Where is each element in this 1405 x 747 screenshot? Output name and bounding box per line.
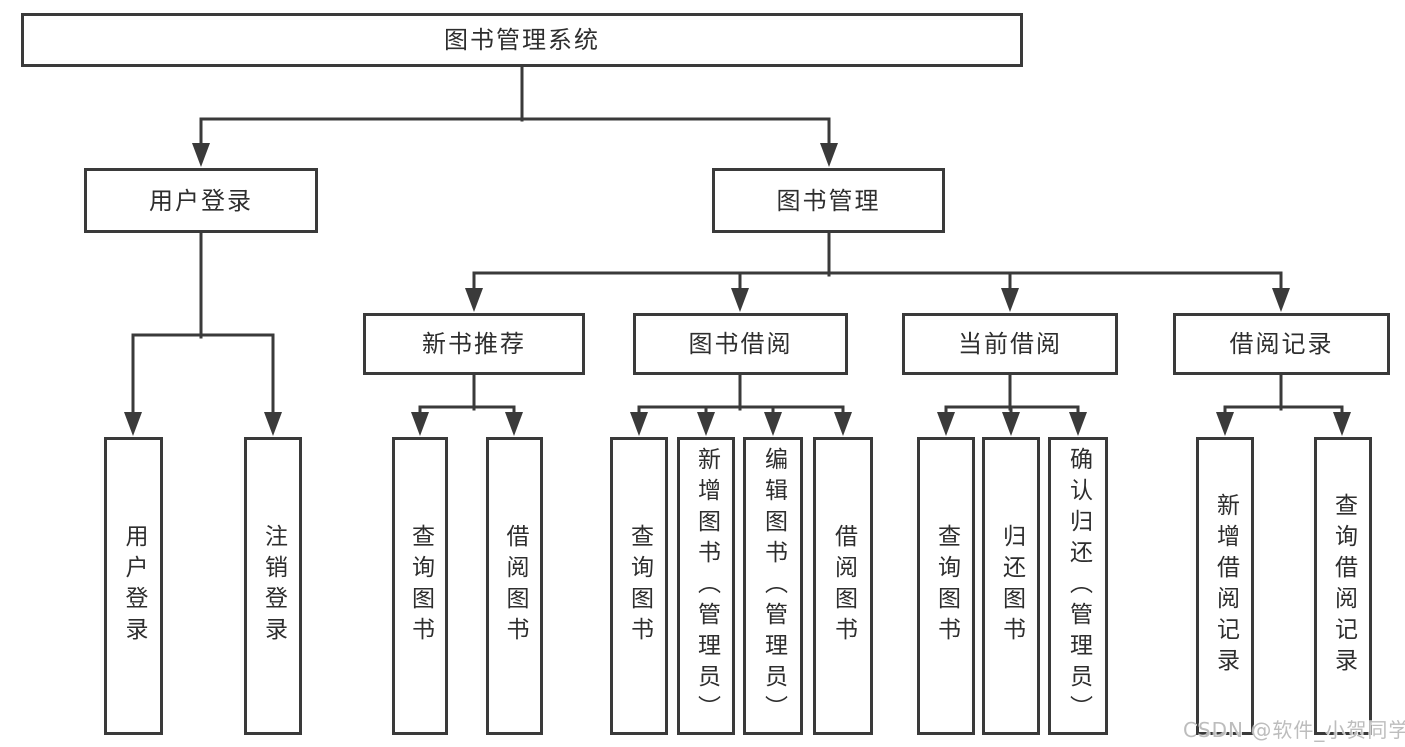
node-label: 归还图书 — [998, 524, 1025, 648]
node-label: 借阅图书 — [830, 524, 857, 648]
node-book-borrowing: 图书借阅 — [633, 313, 848, 375]
node-label: 借阅图书 — [502, 524, 528, 648]
node-label: 图书管理 — [776, 186, 881, 215]
node-book-management: 图书管理 — [712, 168, 945, 233]
node-label: 图书借阅 — [688, 330, 793, 358]
node-leaf-logout: 注销登录 — [244, 437, 302, 735]
node-new-book-recommendation: 新书推荐 — [363, 313, 585, 375]
node-label: 当前借阅 — [958, 330, 1062, 358]
node-label: 查询借阅记录 — [1330, 493, 1357, 679]
node-label: 注销登录 — [260, 524, 287, 648]
node-label: 查询图书 — [626, 524, 653, 648]
node-label: 查询图书 — [933, 524, 960, 648]
node-leaf-borrow-books: 借阅图书 — [813, 437, 873, 735]
node-user-login: 用户登录 — [84, 168, 318, 233]
node-label: 用户登录 — [121, 524, 147, 648]
watermark-csdn: CSDN @软件_小贺同学 — [1183, 718, 1405, 742]
node-label: 查询图书 — [407, 524, 434, 648]
node-label: 编辑图书（管理员） — [760, 446, 787, 726]
node-leaf-add-book-admin: 新增图书（管理员） — [677, 437, 735, 735]
node-leaf-edit-book-admin: 编辑图书（管理员） — [743, 437, 803, 735]
node-leaf-add-borrow-record: 新增借阅记录 — [1196, 437, 1254, 735]
node-leaf-confirm-return-admin: 确认归还（管理员） — [1048, 437, 1108, 735]
node-label: 图书管理系统 — [444, 26, 600, 54]
node-leaf-query-books: 查询图书 — [392, 437, 448, 735]
node-leaf-query-books: 查询图书 — [610, 437, 668, 735]
node-leaf-return-books: 归还图书 — [982, 437, 1040, 735]
node-leaf-borrow-books: 借阅图书 — [486, 437, 543, 735]
node-library-management-system: 图书管理系统 — [21, 13, 1023, 67]
node-label: 用户登录 — [149, 186, 253, 215]
node-leaf-query-borrow-record: 查询借阅记录 — [1314, 437, 1372, 735]
node-label: 新增借阅记录 — [1212, 493, 1239, 679]
node-label: 新书推荐 — [422, 330, 526, 358]
node-current-borrowing: 当前借阅 — [902, 313, 1118, 375]
node-borrowing-records: 借阅记录 — [1173, 313, 1390, 375]
node-leaf-query-books: 查询图书 — [917, 437, 975, 735]
node-leaf-user-login: 用户登录 — [104, 437, 163, 735]
node-label: 新增图书（管理员） — [693, 446, 720, 726]
node-label: 确认归还（管理员） — [1065, 446, 1092, 726]
node-label: 借阅记录 — [1229, 330, 1334, 358]
